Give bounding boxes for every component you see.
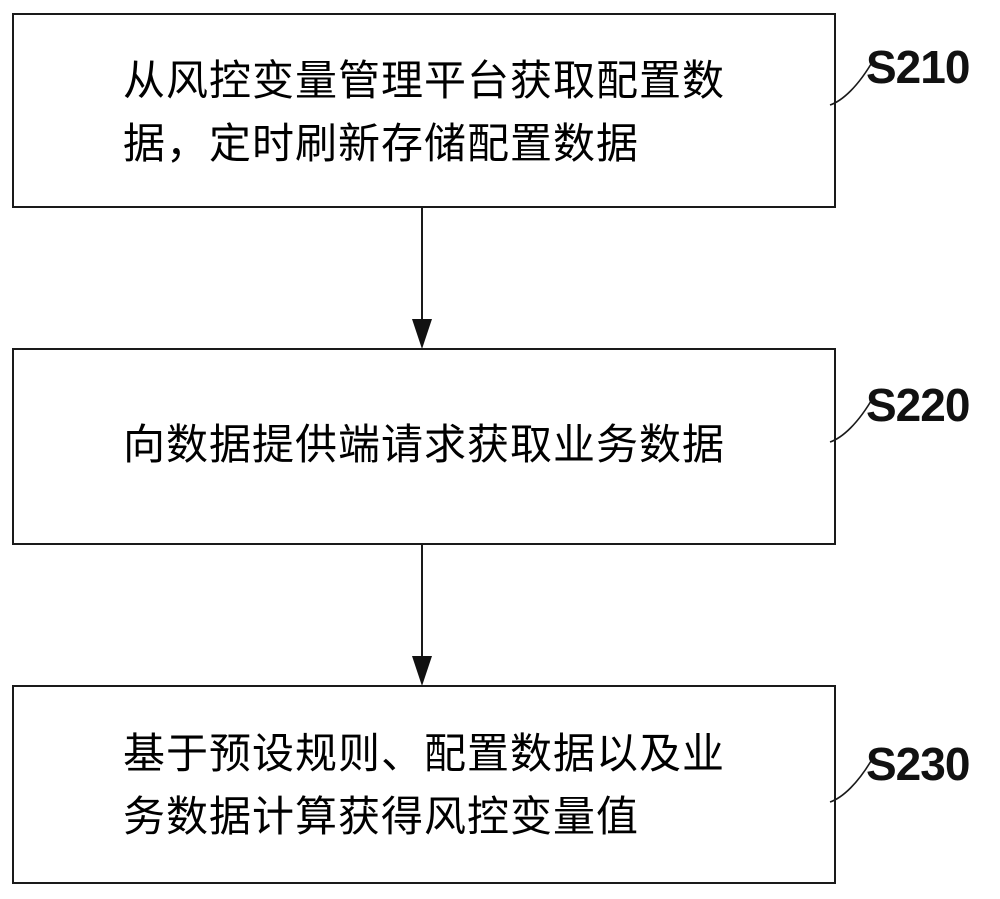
process-box-s210-text: 从风控变量管理平台获取配置数 据，定时刷新存储配置数据 bbox=[122, 59, 725, 168]
leader-line-s210 bbox=[829, 58, 875, 106]
process-box-s220-text: 向数据提供端请求获取业务数据 bbox=[122, 423, 725, 470]
process-box-s220[interactable]: 向数据提供端请求获取业务数据 bbox=[12, 348, 836, 545]
connector-s210-to-s220 bbox=[412, 208, 432, 349]
process-box-s230[interactable]: 基于预设规则、配置数据以及业 务数据计算获得风控变量值 bbox=[12, 685, 836, 884]
step-label-s210: S210 bbox=[866, 41, 970, 93]
process-box-s210[interactable]: 从风控变量管理平台获取配置数 据，定时刷新存储配置数据 bbox=[12, 13, 836, 208]
arrowhead-down-icon bbox=[412, 319, 432, 349]
connector-shaft bbox=[421, 208, 423, 320]
process-box-s230-text: 基于预设规则、配置数据以及业 务数据计算获得风控变量值 bbox=[122, 732, 725, 841]
connector-shaft bbox=[421, 545, 423, 657]
leader-line-s220 bbox=[829, 395, 875, 443]
arrowhead-down-icon bbox=[412, 656, 432, 686]
step-label-s220: S220 bbox=[866, 379, 970, 431]
step-label-s230: S230 bbox=[866, 738, 970, 790]
connector-s220-to-s230 bbox=[412, 545, 432, 686]
leader-line-s230 bbox=[829, 755, 875, 803]
